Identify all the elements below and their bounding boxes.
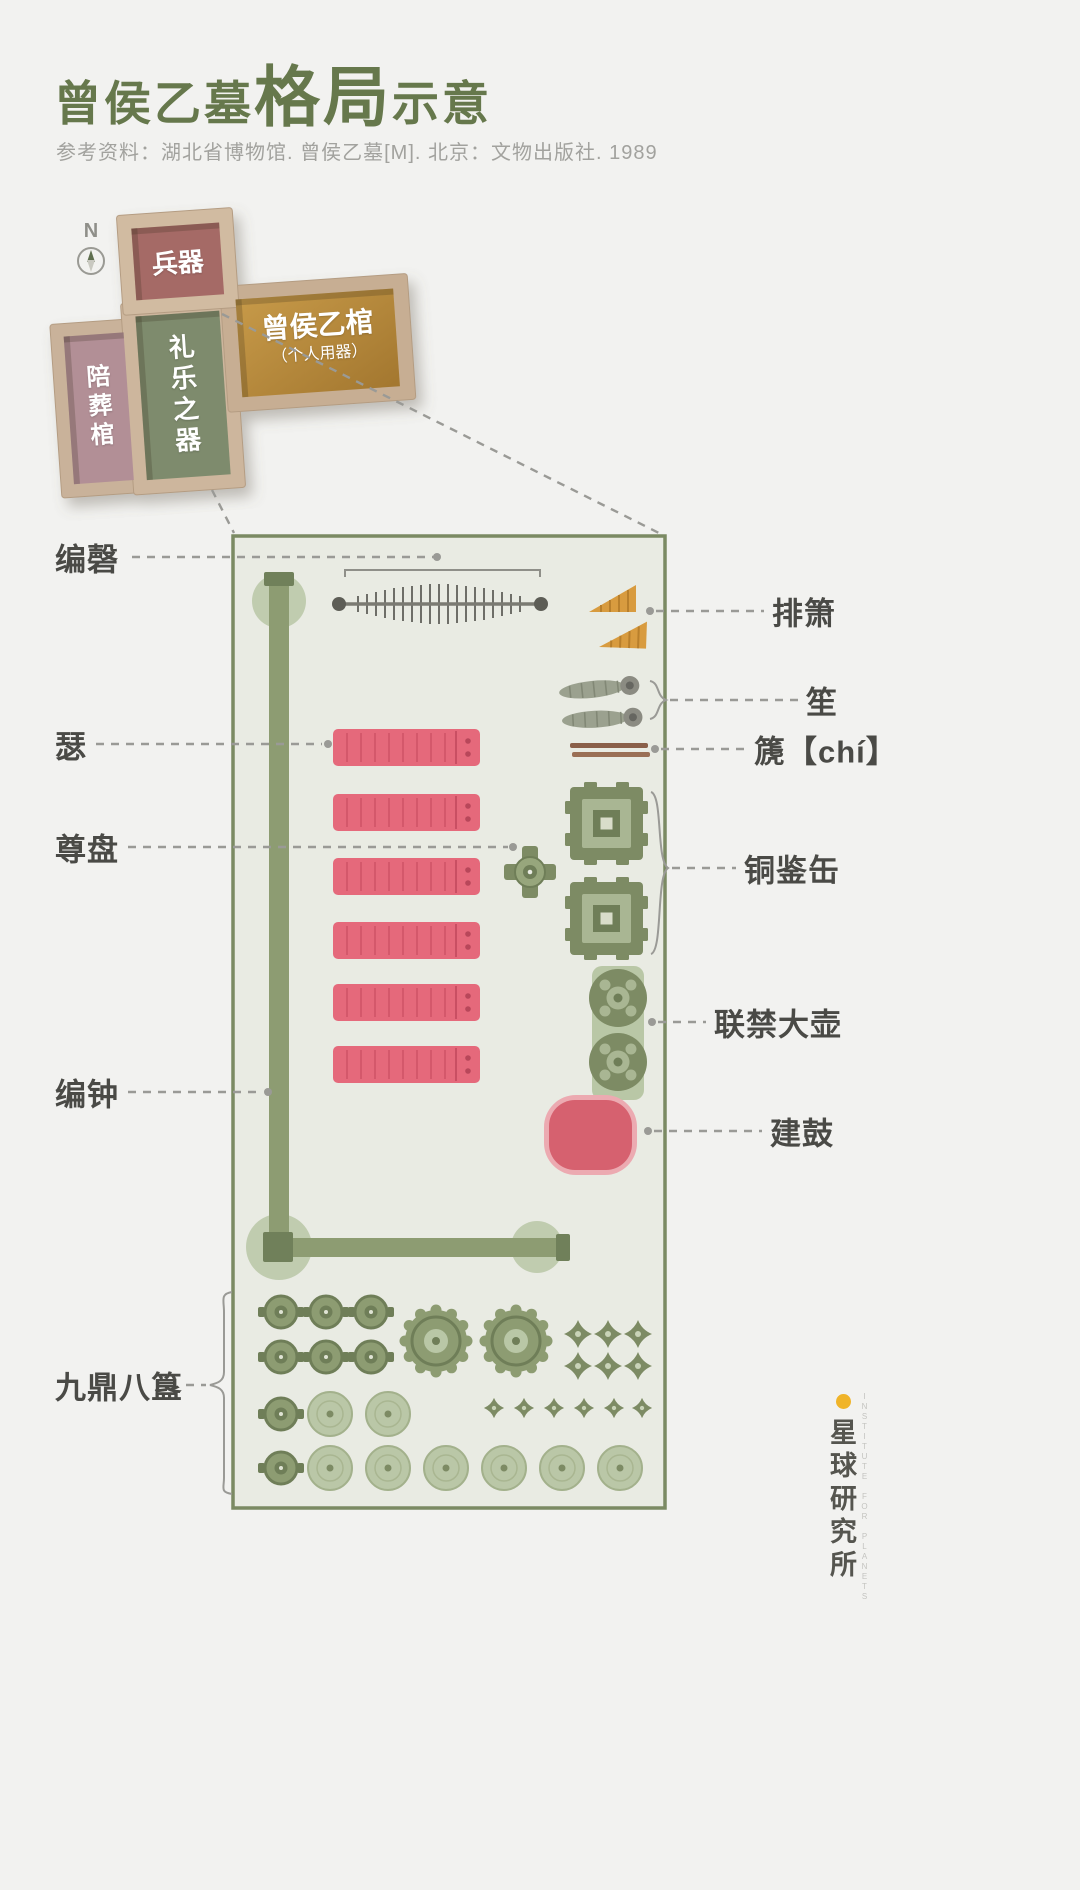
- leader-lines-left: [96, 553, 517, 1495]
- zun-pan-vessel: [504, 846, 556, 898]
- title-part-2: 格局: [254, 60, 392, 134]
- page-title: 曾侯乙墓 格局 示意: [54, 44, 492, 140]
- jiangu-drum: [544, 1095, 637, 1175]
- reference-text: 参考资料：湖北省博物馆. 曾侯乙墓[M]. 北京：文物出版社. 1989: [56, 142, 658, 164]
- dinggui-bracket: [209, 1291, 233, 1495]
- tongjianfou-bracket: [650, 791, 670, 955]
- title-part-1: 曾侯乙墓: [54, 77, 254, 130]
- label-se: 瑟: [55, 729, 87, 765]
- label-bianqing: 编磬: [55, 542, 119, 578]
- label-bianzhong: 编钟: [55, 1077, 119, 1113]
- bianqing-chime-stones: [332, 569, 548, 624]
- tomb-3d-svg: [49, 207, 417, 499]
- sheng-bracket: [649, 680, 669, 720]
- ding-gui-vessels: [256, 1294, 653, 1491]
- title-part-3: 示意: [392, 77, 492, 130]
- label-sheng: 笙: [806, 685, 838, 721]
- zoom-connector-line-right: [221, 312, 662, 536]
- lianjin-large-pots: [589, 966, 647, 1100]
- label-dinggui: 九鼎八簋: [55, 1370, 183, 1406]
- compass: N: [72, 220, 110, 282]
- tomb-3d-view: 兵器 陪葬棺 礼乐之器 曾侯乙棺 （个人用器）: [29, 174, 470, 523]
- label-paixiao: 排箫: [772, 596, 836, 632]
- label-chi: 篪【chí】: [754, 734, 898, 770]
- leader-lines-right: [644, 607, 798, 1135]
- chi-flutes: [570, 743, 650, 757]
- zoom-connector-line-left: [210, 489, 236, 534]
- logo-chinese-name: 星球研究所: [826, 1418, 856, 1583]
- compass-icon: [77, 247, 105, 275]
- label-zunpan: 尊盘: [55, 832, 119, 868]
- label-tongjianfou: 铜鉴缶: [744, 853, 840, 889]
- logo-english-name: INSTITUTE FOR PLANETS: [860, 1392, 869, 1602]
- chamber-interiors: [63, 222, 400, 485]
- label-lianjindahu: 联禁大壶: [714, 1007, 842, 1043]
- logo-dot: [836, 1394, 851, 1409]
- label-jiangu: 建鼓: [770, 1116, 834, 1152]
- compass-north-label: N: [83, 220, 99, 242]
